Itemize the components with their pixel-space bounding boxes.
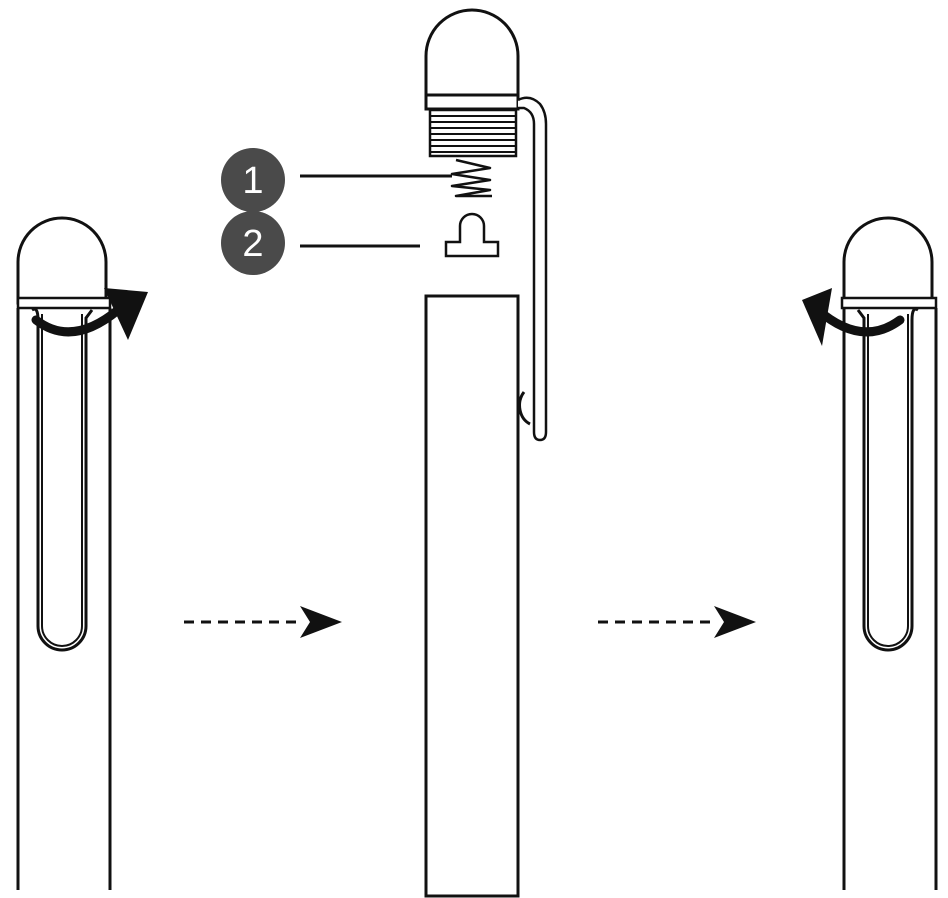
pen-right	[802, 216, 938, 890]
pen-center-barrel	[424, 294, 520, 898]
pen-right-cap-band	[840, 296, 938, 310]
callout-1-number: 1	[242, 160, 263, 202]
pen-center	[424, 8, 548, 898]
pen-center-clip	[517, 96, 548, 442]
step-arrow-1	[184, 606, 342, 638]
callout-2: 2	[221, 211, 420, 275]
pen-left-cap-band	[16, 296, 112, 310]
pen-center-cap-band	[424, 93, 520, 111]
callout-1: 1	[221, 148, 452, 212]
spring	[450, 158, 492, 198]
pen-left-cap	[16, 216, 108, 305]
pen-left-clip	[31, 307, 94, 652]
pen-left	[16, 216, 148, 890]
callout-2-number: 2	[242, 223, 263, 265]
counterclockwise-icon	[31, 288, 148, 340]
cap-plug	[444, 212, 500, 258]
pen-center-thread	[428, 108, 518, 158]
pen-center-cap	[424, 8, 520, 98]
clockwise-icon	[802, 288, 905, 346]
pen-right-cap	[842, 216, 934, 305]
step-arrow-2	[598, 606, 756, 638]
pen-right-clip	[856, 307, 919, 652]
